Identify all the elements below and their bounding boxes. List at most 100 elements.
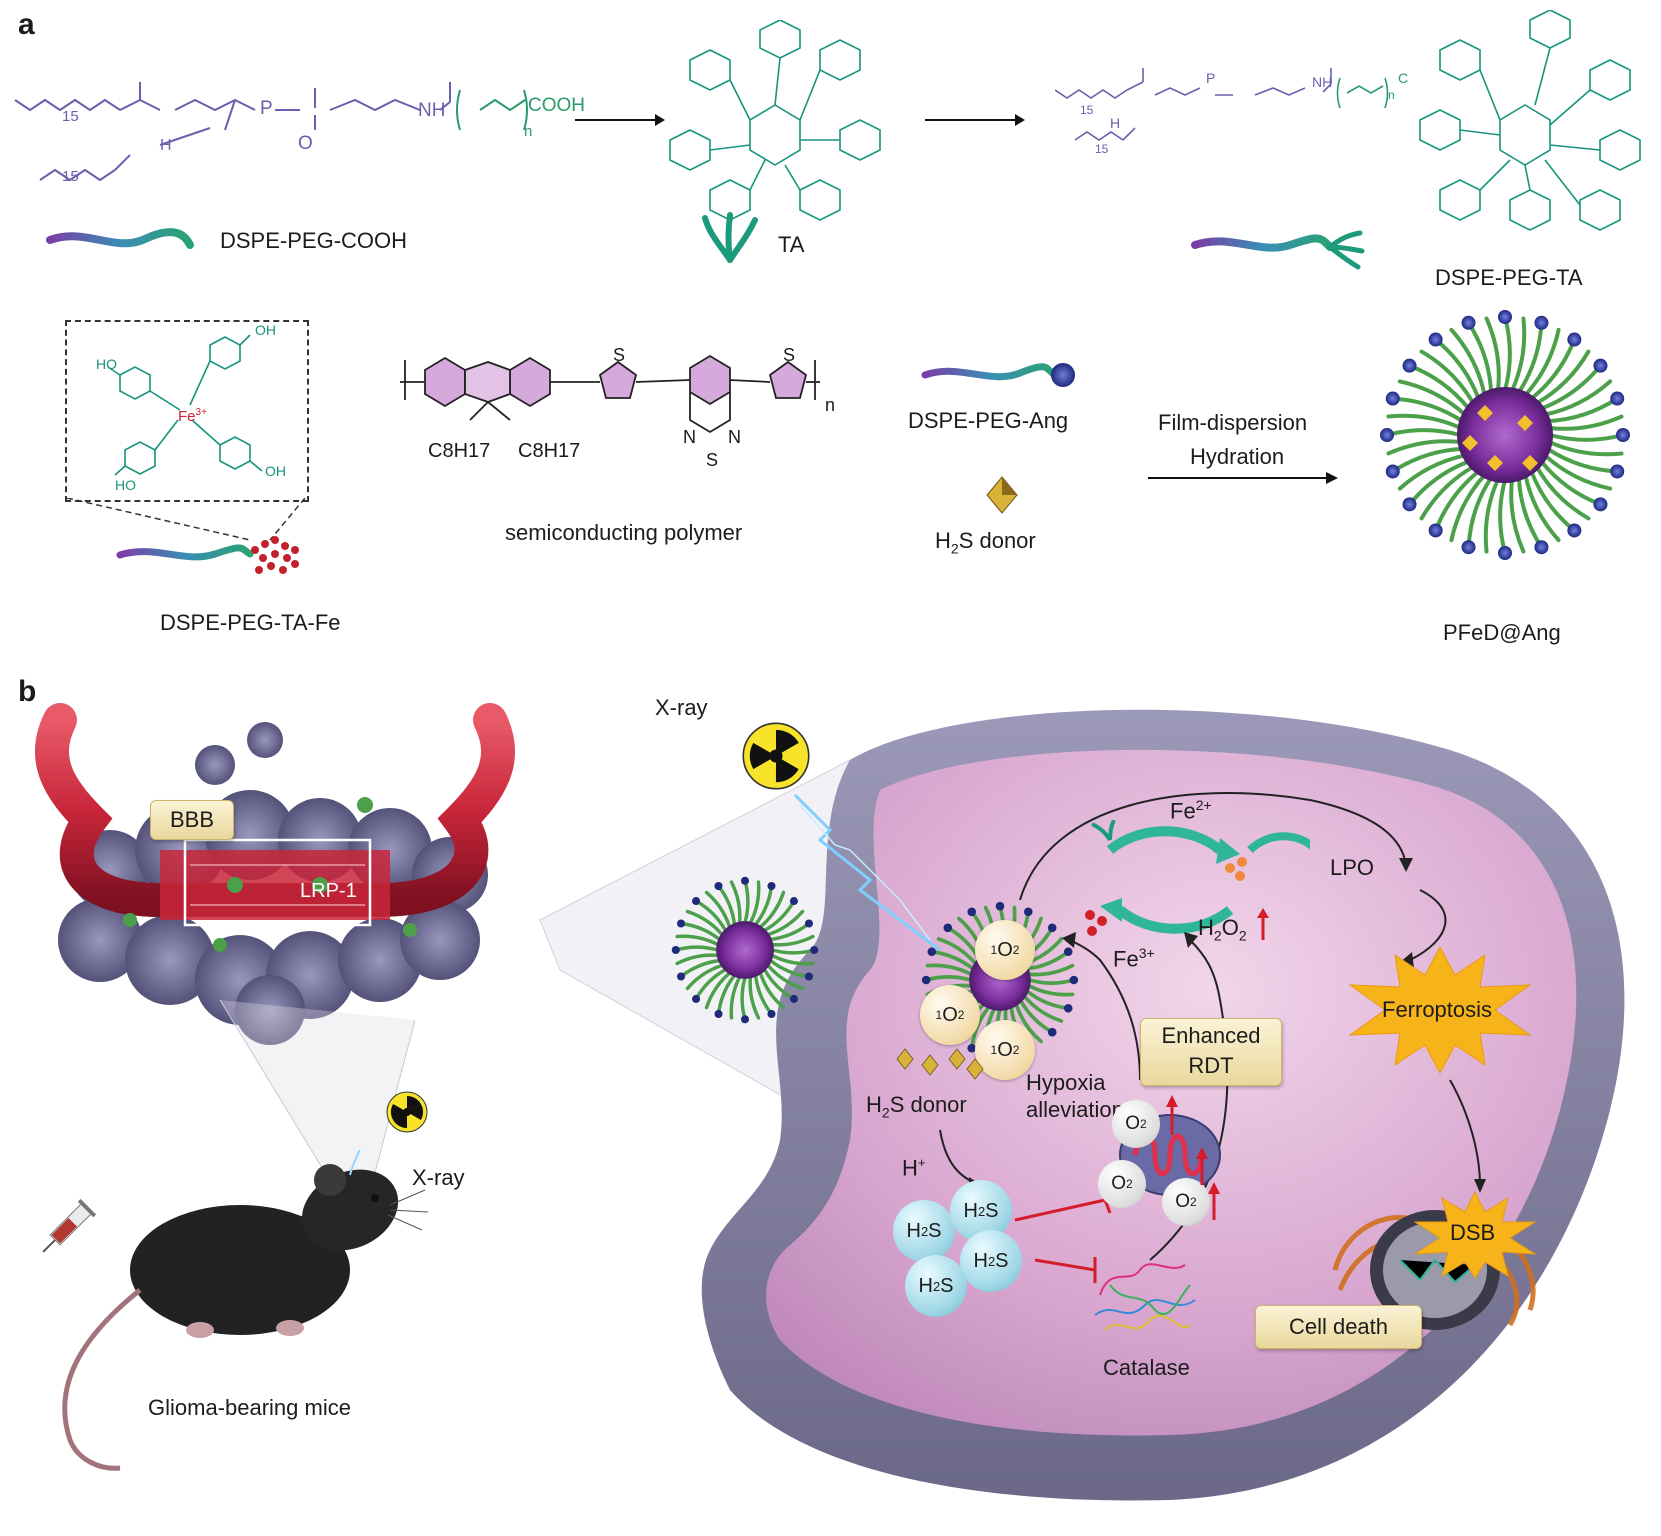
ta-sub-15-a: 15 — [1080, 103, 1094, 117]
radiation-icon-small — [386, 1091, 428, 1133]
dspe-peg-ta-structure — [1055, 68, 1389, 141]
dspe-peg-ta-fe-icon — [116, 536, 299, 574]
phosphorus: P — [260, 98, 273, 119]
dsb-burst — [1413, 1190, 1537, 1279]
fe-redox-cycle — [1091, 820, 1310, 934]
dspe-peg-cooh-structure — [14, 82, 528, 182]
h2s-donor-label: H2S donor — [935, 528, 1036, 557]
radiation-icon — [742, 722, 810, 790]
fe2-label: Fe2+ — [1170, 797, 1212, 824]
hypoxia-line-2: alleviation — [1026, 1097, 1124, 1122]
ta-structure — [669, 20, 881, 221]
sub-15-b: 15 — [62, 168, 79, 185]
syringe-icon — [42, 1198, 97, 1253]
sub-15-a: 15 — [62, 108, 79, 125]
semiconducting-polymer-structure — [400, 354, 820, 434]
lrp1-label: LRP-1 — [300, 880, 357, 902]
thiophene-s-1: S — [613, 345, 626, 365]
dspe-peg-ta-fe-label: DSPE-PEG-TA-Fe — [160, 610, 341, 635]
ta-amide-nh: NH — [1312, 74, 1333, 90]
oh-top: OH — [255, 322, 276, 338]
h-plus-label: H+ — [902, 1155, 926, 1181]
alkyl-chain-2: C8H17 — [518, 440, 581, 462]
cell-h2s-donor-label: H2S donor — [866, 1092, 967, 1121]
chiral-h: H — [160, 137, 172, 154]
thiadiazole-n-1: N — [683, 427, 696, 447]
dspe-peg-cooh-label: DSPE-PEG-COOH — [220, 228, 408, 253]
ho-left: HO — [96, 356, 117, 372]
ta-icon — [702, 212, 758, 263]
h2s-donor-icon — [986, 476, 1018, 514]
dsb-label: DSB — [1450, 1220, 1496, 1245]
h2o2-label: H2O2 — [1198, 915, 1247, 944]
hypoxia-line-1: Hypoxia — [1026, 1070, 1106, 1095]
ferroptosis-burst — [1348, 945, 1532, 1075]
ta-phosphorus: P — [1206, 70, 1216, 86]
fe3-label: Fe3+ — [1113, 945, 1155, 972]
catalase-protein — [1094, 1263, 1196, 1331]
reaction-arrow-2 — [925, 114, 1025, 126]
mouse-illustration — [62, 1150, 429, 1471]
reaction-arrow-1 — [575, 114, 665, 126]
cooh-group: COOH — [528, 95, 585, 116]
dspe-peg-ta-label: DSPE-PEG-TA — [1435, 265, 1583, 290]
process-line-2: Hydration — [1190, 444, 1285, 469]
mice-label: Glioma-bearing mice — [148, 1395, 351, 1420]
peg-n: n — [524, 123, 533, 140]
polymer-n-repeat: n — [825, 395, 836, 415]
nanoparticle-outside — [671, 876, 819, 1024]
alkyl-chain-1: C8H17 — [428, 440, 491, 462]
fe3-dots — [1085, 910, 1107, 936]
ta-peg-n: n — [1388, 88, 1395, 102]
fe-complex-box — [65, 320, 309, 502]
xray-mouse-label: X-ray — [412, 1165, 465, 1190]
thiadiazole-s: S — [706, 450, 719, 470]
catalase-label: Catalase — [1103, 1355, 1190, 1380]
ta-sub-15-b: 15 — [1095, 142, 1109, 156]
dspe-peg-ta-icon — [1191, 230, 1365, 270]
fe-ion: Fe3+ — [178, 407, 207, 425]
dspe-peg-cooh-icon — [46, 228, 194, 249]
thiophene-s-2: S — [783, 345, 796, 365]
dspe-peg-ang-label: DSPE-PEG-Ang — [908, 408, 1069, 433]
process-line-1: Film-dispersion — [1158, 410, 1308, 435]
cell-death-badge: Cell death — [1255, 1305, 1422, 1349]
h2o2-up-arrow — [1257, 908, 1269, 940]
ta-label: TA — [778, 232, 805, 257]
pfed-ang-label: PFeD@Ang — [1443, 620, 1561, 645]
h2s-donor-cluster — [896, 1048, 984, 1080]
ferroptosis-label: Ferroptosis — [1382, 997, 1493, 1022]
o2-up-arrows — [1166, 1095, 1220, 1220]
pfed-ang-nanoparticle — [1380, 310, 1630, 560]
xray-top-label: X-ray — [655, 695, 708, 720]
amide-nh: NH — [418, 100, 446, 121]
xray-beam — [793, 793, 941, 952]
ferroptosis-arrow — [1449, 1079, 1486, 1193]
ho-bottom: HO — [115, 477, 136, 493]
panel-b-letter: b — [18, 675, 37, 708]
dspe-peg-ang-icon — [921, 363, 1075, 387]
process-arrow — [1148, 472, 1338, 484]
o-minus: O — [298, 133, 313, 154]
thiadiazole-n-2: N — [728, 427, 741, 447]
fe-zoom-lines — [66, 498, 306, 541]
bbb-badge: BBB — [150, 800, 234, 840]
panel-a-letter: a — [18, 8, 35, 41]
semiconducting-polymer-label: semiconducting polymer — [505, 520, 743, 545]
fe-complex-structure — [107, 334, 263, 476]
lpo-label: LPO — [1330, 855, 1375, 880]
dspe-peg-ta-gallates — [1419, 10, 1641, 231]
ta-carbonyl-c: C — [1398, 70, 1409, 86]
oh-bottom: OH — [265, 463, 286, 479]
ta-chiral-h: H — [1110, 115, 1121, 131]
